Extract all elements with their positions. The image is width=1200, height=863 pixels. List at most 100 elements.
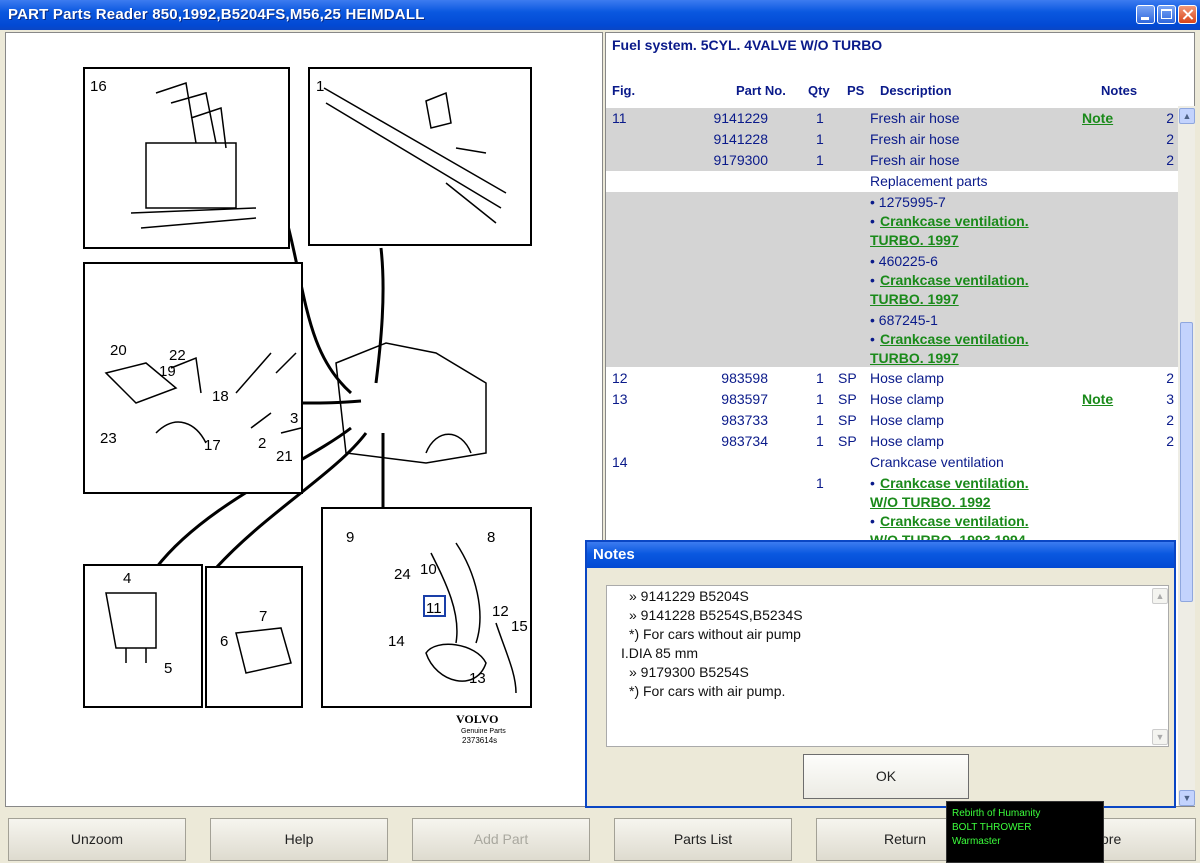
cell-part: 9179300 — [713, 152, 768, 168]
note-line: » 9179300 B5254S — [629, 664, 749, 680]
cell-qty: 1 — [816, 433, 824, 449]
crankcase-link[interactable]: Crankcase ventilation. — [880, 475, 1029, 491]
cell-part: 9141228 — [713, 131, 768, 147]
table-row[interactable]: 11 9141229 1 Fresh air hose Note 2 — [606, 108, 1178, 129]
crankcase-links: 1 • Crankcase ventilation. W/O TURBO. 19… — [606, 473, 1178, 548]
bullet-glyph: • — [870, 331, 875, 347]
replacement-number: • 460225-6 — [870, 253, 938, 269]
table-row[interactable]: 14 Crankcase ventilation — [606, 452, 1178, 473]
replacement-link[interactable]: Crankcase ventilation. — [880, 272, 1029, 288]
media-album: Warmaster — [952, 836, 1001, 847]
callout-23: 23 — [100, 430, 117, 447]
cell-qty: 1 — [816, 412, 824, 428]
table-row[interactable]: 983734 1 SP Hose clamp 2 — [606, 431, 1178, 452]
cell-desc: Fresh air hose — [870, 131, 960, 147]
scroll-down-button[interactable]: ▼ — [1179, 790, 1195, 806]
cell-ps: SP — [838, 433, 857, 449]
cell-desc: Hose clamp — [870, 391, 944, 407]
table-row[interactable]: 13 983597 1 SP Hose clamp Note 3 — [606, 389, 1178, 410]
table-row: Replacement parts — [606, 171, 1178, 192]
help-button[interactable]: Help — [210, 818, 388, 861]
callout-15: 15 — [511, 618, 528, 635]
table-row[interactable]: 9141228 1 Fresh air hose 2 — [606, 129, 1178, 150]
cell-n: 2 — [1166, 433, 1174, 449]
notes-title: Notes — [587, 542, 1174, 568]
note-line: I.DIA 85 mm — [621, 645, 699, 661]
diagram-code: 2373614s — [462, 736, 497, 745]
callout-22: 22 — [169, 347, 186, 364]
callout-3: 3 — [290, 410, 298, 427]
callout-1: 1 — [316, 78, 324, 95]
callout-7: 7 — [259, 608, 267, 625]
add-part-button[interactable]: Add Part — [412, 818, 590, 861]
selected-callout-box[interactable] — [423, 595, 446, 617]
notes-scroll-up[interactable]: ▲ — [1152, 588, 1168, 604]
cell-fig: 12 — [612, 370, 628, 386]
replacement-link[interactable]: TURBO. 1997 — [870, 232, 959, 248]
cell-desc: Fresh air hose — [870, 110, 960, 126]
cell-desc: Fresh air hose — [870, 152, 960, 168]
callout-19: 19 — [159, 363, 176, 380]
cell-n: 2 — [1166, 370, 1174, 386]
diagram-drawing: 16 1 20 22 19 18 3 23 17 2 21 9 8 24 10 … — [83, 67, 532, 745]
minimize-button[interactable] — [1136, 5, 1155, 24]
header-fig: Fig. — [612, 83, 636, 98]
volvo-logo: VOLVO — [456, 712, 498, 726]
callout-12: 12 — [492, 603, 509, 620]
section-title: Fuel system. 5CYL. 4VALVE W/O TURBO — [612, 37, 883, 53]
cell-fig: 14 — [612, 454, 628, 470]
notes-dialog: Notes » 9141229 B5204S » 9141228 B5254S,… — [585, 540, 1176, 808]
scroll-thumb[interactable] — [1180, 322, 1193, 602]
window-title: PART Parts Reader 850,1992,B5204FS,M56,2… — [8, 6, 425, 23]
cell-ps: SP — [838, 412, 857, 428]
replacement-link[interactable]: TURBO. 1997 — [870, 350, 959, 366]
cell-n: 2 — [1166, 412, 1174, 428]
replacement-link[interactable]: Crankcase ventilation. — [880, 331, 1029, 347]
cell-fig: 13 — [612, 391, 628, 407]
cell-qty: 1 — [816, 391, 824, 407]
crankcase-link[interactable]: Crankcase ventilation. — [880, 513, 1029, 529]
replacement-link[interactable]: TURBO. 1997 — [870, 291, 959, 307]
note-link[interactable]: Note — [1082, 110, 1114, 126]
replacement-link[interactable]: Crankcase ventilation. — [880, 213, 1029, 229]
cell-qty: 1 — [816, 370, 824, 386]
cell-part: 9141229 — [713, 110, 768, 126]
cell-part: 983598 — [721, 370, 768, 386]
bullet-glyph: • — [870, 475, 875, 491]
unzoom-button[interactable]: Unzoom — [8, 818, 186, 861]
bullet-glyph: • — [870, 213, 875, 229]
replacement-number: • 1275995-7 — [870, 194, 946, 210]
header-ps: PS — [847, 83, 865, 98]
parts-list-button[interactable]: Parts List — [614, 818, 792, 861]
cell-n: 2 — [1166, 131, 1174, 147]
callout-8: 8 — [487, 529, 495, 546]
cell-qty: 1 — [816, 110, 824, 126]
cell-part: 983734 — [721, 433, 768, 449]
callout-5: 5 — [164, 660, 172, 677]
cell-desc: Crankcase ventilation — [870, 454, 1004, 470]
maximize-button[interactable] — [1157, 5, 1176, 24]
notes-scroll-down[interactable]: ▼ — [1152, 729, 1168, 745]
callout-11[interactable]: 11 — [426, 600, 442, 617]
table-row[interactable]: 9179300 1 Fresh air hose 2 — [606, 150, 1178, 171]
crankcase-link[interactable]: W/O TURBO. 1992 — [870, 494, 991, 510]
table-row[interactable]: 12 983598 1 SP Hose clamp 2 — [606, 368, 1178, 389]
cell-desc: Hose clamp — [870, 433, 944, 449]
table-row[interactable]: 983733 1 SP Hose clamp 2 — [606, 410, 1178, 431]
cell-qty: 1 — [816, 475, 824, 491]
notes-text-area[interactable]: » 9141229 B5204S » 9141228 B5254S,B5234S… — [606, 585, 1169, 747]
title-bar[interactable]: PART Parts Reader 850,1992,B5204FS,M56,2… — [0, 0, 1200, 30]
cell-qty: 1 — [816, 152, 824, 168]
media-player-overlay: Rebirth of Humanity BOLT THROWER Warmast… — [946, 801, 1104, 863]
close-button[interactable] — [1178, 5, 1197, 24]
ok-button[interactable]: OK — [803, 754, 969, 799]
replacement-block: • 1275995-7 • Crankcase ventilation. TUR… — [606, 192, 1178, 367]
note-link[interactable]: Note — [1082, 391, 1114, 407]
cell-part: 983597 — [721, 391, 768, 407]
scroll-up-button[interactable]: ▲ — [1179, 108, 1195, 124]
parts-diagram[interactable]: 16 1 20 22 19 18 3 23 17 2 21 9 8 24 10 … — [5, 32, 603, 807]
callout-17: 17 — [204, 437, 221, 454]
replacement-number: • 687245-1 — [870, 312, 938, 328]
replacement-parts-label: Replacement parts — [870, 173, 988, 189]
